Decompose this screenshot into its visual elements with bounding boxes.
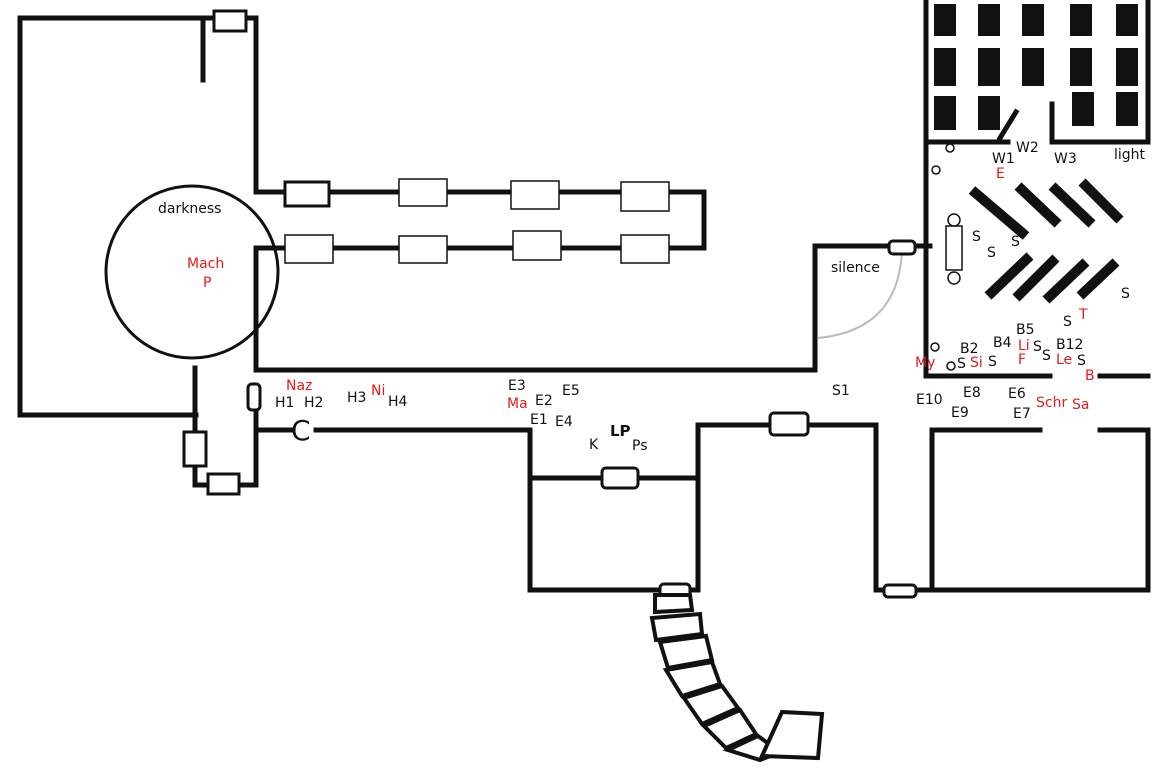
- label-e-red: E: [996, 166, 1005, 182]
- label-s-c: S: [1011, 234, 1020, 250]
- label-lp: LP: [610, 422, 631, 440]
- label-s-h: S: [988, 354, 997, 370]
- stairs: [649, 593, 825, 763]
- label-w1: W1: [992, 151, 1015, 167]
- label-s-g: S: [957, 356, 966, 372]
- label-s-e: S: [1063, 314, 1072, 330]
- doors: [182, 9, 963, 599]
- door-swing-arc: [817, 247, 903, 339]
- label-w3: W3: [1054, 151, 1077, 167]
- label-t: T: [1078, 307, 1088, 323]
- label-e8: E8: [963, 385, 981, 401]
- label-e2: E2: [535, 393, 553, 409]
- label-silence: silence: [831, 260, 880, 276]
- label-h3: H3: [347, 390, 366, 406]
- label-h1: H1: [275, 395, 294, 411]
- label-k: K: [589, 437, 599, 453]
- label-e4: E4: [555, 414, 573, 430]
- label-darkness: darkness: [158, 201, 221, 217]
- label-ps: Ps: [632, 438, 648, 454]
- label-li: Li: [1018, 338, 1030, 354]
- label-light: light: [1114, 147, 1146, 163]
- benches: [968, 178, 1124, 304]
- label-p: P: [203, 275, 211, 291]
- label-sa: Sa: [1072, 397, 1089, 413]
- label-e7: E7: [1013, 406, 1031, 422]
- label-schr: Schr: [1036, 395, 1067, 411]
- label-s-a: S: [972, 229, 981, 245]
- label-b2: B2: [960, 341, 979, 357]
- label-naz: Naz: [286, 378, 312, 394]
- label-c: C: [291, 414, 311, 447]
- label-le: Le: [1056, 352, 1072, 368]
- label-ni: Ni: [371, 383, 385, 399]
- label-mach: Mach: [187, 256, 224, 272]
- label-si: Si: [970, 355, 983, 371]
- round-room: [104, 184, 280, 360]
- label-s-f: S: [1033, 339, 1042, 355]
- label-s1: S1: [832, 383, 850, 399]
- label-b12: B12: [1056, 337, 1083, 353]
- label-w2: W2: [1016, 140, 1039, 156]
- label-e5: E5: [562, 383, 580, 399]
- walls: [17, 0, 1151, 593]
- label-s-i: S: [1042, 348, 1051, 364]
- label-s-b: S: [987, 245, 996, 261]
- label-e6: E6: [1008, 386, 1026, 402]
- label-f: F: [1018, 352, 1026, 368]
- label-h4: H4: [388, 394, 408, 410]
- label-b5: B5: [1016, 322, 1035, 338]
- label-s-d: S: [1121, 286, 1130, 302]
- label-h2: H2: [304, 395, 323, 411]
- label-e3: E3: [508, 378, 526, 394]
- label-e1: E1: [530, 412, 548, 428]
- label-b4: B4: [993, 335, 1012, 351]
- label-my: My: [915, 355, 935, 371]
- small-circles: [930, 143, 956, 371]
- desks: [934, 4, 1138, 130]
- label-e9: E9: [951, 405, 969, 421]
- label-s-j: S: [1077, 353, 1086, 369]
- label-b-red: B: [1085, 368, 1095, 384]
- label-e10: E10: [916, 392, 943, 408]
- labels: darkness Mach P silence light Naz H1 H2 …: [158, 140, 1146, 454]
- label-ma: Ma: [507, 396, 528, 412]
